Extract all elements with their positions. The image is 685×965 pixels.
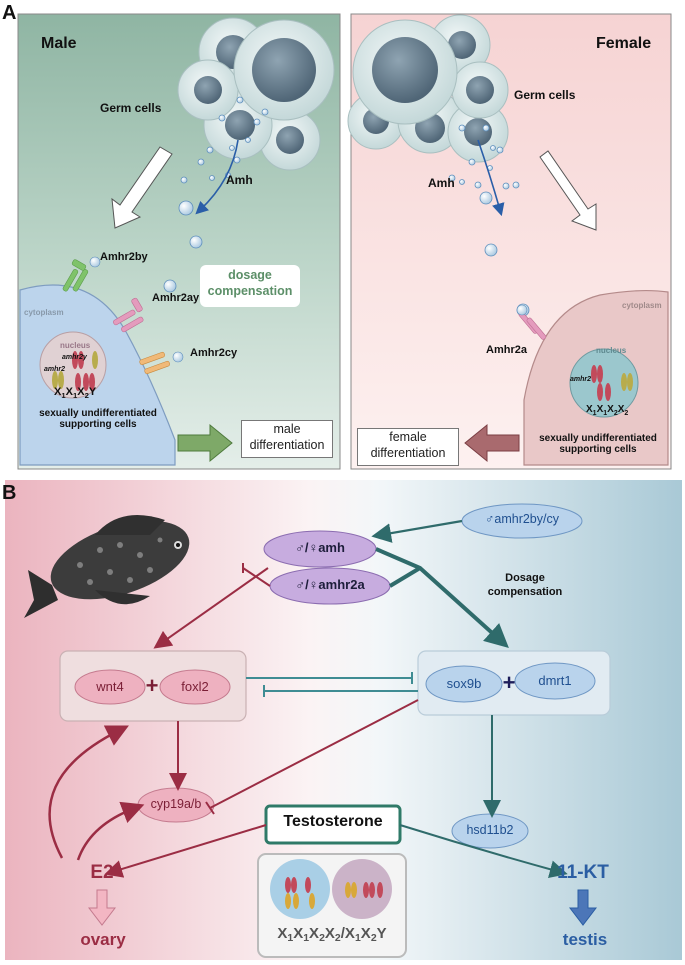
edge-e2-cyp19 bbox=[76, 801, 145, 861]
hsd11b2-label: hsd11b2 bbox=[466, 823, 514, 837]
male-nucleus-label: nucleus bbox=[60, 341, 91, 350]
karyotype-chromosomes bbox=[285, 877, 383, 909]
male-cell-circle bbox=[332, 859, 392, 919]
male-supporting-cells-label: sexually undifferentiated supporting cel… bbox=[39, 408, 157, 430]
edge-inhibit-sox9b bbox=[246, 672, 413, 684]
amhr2ay-label: Amhr2ay bbox=[152, 292, 200, 304]
male-amhr2-gene: amhr2 bbox=[44, 366, 66, 373]
female-amh-bubbles bbox=[448, 124, 530, 317]
male-amhr2y-gene: amhr2y bbox=[62, 354, 87, 361]
edge-inhibit-foxl2 bbox=[263, 685, 418, 697]
amh-label: ♂/♀amh bbox=[295, 540, 345, 555]
male-germ-cells bbox=[177, 17, 335, 171]
testis-arrow bbox=[568, 889, 598, 926]
foxl2-label: foxl2 bbox=[181, 679, 209, 694]
edge-sox9b-cyp19 bbox=[205, 699, 419, 815]
male-cytoplasm-label: cytoplasm bbox=[24, 308, 64, 317]
male-amh-arrow bbox=[195, 139, 239, 215]
testosterone-label: Testosterone bbox=[283, 813, 383, 830]
female-chromosomes bbox=[591, 365, 633, 401]
female-nucleus bbox=[569, 348, 639, 418]
female-germ-cells bbox=[347, 14, 509, 163]
male-title: Male bbox=[41, 35, 77, 52]
male-differentiation-arrow bbox=[177, 423, 233, 463]
edge-amh-wnt4 bbox=[153, 567, 269, 649]
dosage-compensation-box: dosage compensation bbox=[200, 265, 300, 307]
male-differentiation-box: male differentiation bbox=[241, 420, 333, 458]
dosage-compensation-label: Dosage compensation bbox=[487, 572, 563, 598]
plus-female: + bbox=[145, 673, 159, 698]
karyotype-label: X1X1X2X2/X1X2Y bbox=[277, 925, 387, 944]
female-differentiation-arrow bbox=[464, 423, 520, 463]
amhr2a-label-b: ♂/♀amhr2a bbox=[295, 577, 365, 592]
female-nucleus-label: nucleus bbox=[596, 346, 627, 355]
edge-amhr2bycy-amh bbox=[371, 519, 463, 543]
amhr2ay-receptor bbox=[113, 297, 144, 333]
amhr2by-receptor bbox=[62, 256, 101, 292]
ovary-label: ovary bbox=[80, 930, 126, 949]
edge-inhibit bbox=[242, 563, 271, 587]
amhr2bycy-label: ♂amhr2by/cy bbox=[485, 512, 559, 526]
female-title: Female bbox=[596, 35, 652, 52]
female-amh-label: Amh bbox=[428, 176, 455, 190]
testosterone-box bbox=[264, 804, 402, 845]
female-differentiation-box: female differentiation bbox=[357, 428, 459, 466]
e2-label: E2 bbox=[90, 862, 114, 883]
wnt4-label: wnt4 bbox=[96, 679, 124, 694]
panel-b-letter: B bbox=[2, 482, 17, 504]
cyp19-label: cyp19a/b bbox=[150, 797, 202, 811]
amhr2cy-label: Amhr2cy bbox=[190, 347, 238, 359]
amhr2cy-receptor bbox=[139, 351, 184, 375]
wnt4-node bbox=[74, 669, 146, 705]
ovary-arrow bbox=[87, 889, 117, 926]
female-karyotype: X1X1X2X2 bbox=[586, 404, 629, 417]
edge-testosterone-e2 bbox=[104, 824, 267, 878]
panel-a-letter: A bbox=[2, 2, 17, 24]
dmrt1-node bbox=[514, 662, 596, 700]
female-supporting-cells-label: sexually undifferentiated supporting cel… bbox=[539, 433, 657, 455]
amhr2by-label: Amhr2by bbox=[100, 251, 148, 263]
testis-label: testis bbox=[562, 930, 608, 949]
dmrt1-label: dmrt1 bbox=[538, 673, 572, 688]
foxl2-node bbox=[159, 669, 231, 705]
female-cell-circle bbox=[270, 859, 330, 919]
sox9b-label: sox9b bbox=[446, 676, 482, 691]
female-white-arrow bbox=[539, 150, 597, 231]
fish-illustration bbox=[24, 515, 190, 618]
sox9b-node bbox=[425, 665, 503, 703]
male-white-arrow bbox=[111, 146, 173, 229]
female-germ-cells-label: Germ cells bbox=[514, 88, 576, 102]
11kt-label: 11-KT bbox=[557, 862, 609, 883]
edge-testosterone-11kt bbox=[399, 824, 568, 879]
amhr2a-label: Amhr2a bbox=[486, 344, 527, 356]
male-germ-cells-label: Germ cells bbox=[100, 101, 162, 115]
female-amh-arrow bbox=[477, 139, 505, 217]
edge-e2-wnt4 bbox=[48, 725, 129, 859]
plus-male: + bbox=[502, 670, 516, 695]
amhr2a-receptor bbox=[516, 304, 547, 340]
male-karyotype: X1X1X2Y bbox=[54, 386, 97, 400]
male-chromosomes bbox=[52, 351, 98, 391]
female-amhr2-gene: amhr2 bbox=[570, 376, 592, 383]
female-cytoplasm-label: cytoplasm bbox=[622, 301, 662, 310]
male-amh-label: Amh bbox=[226, 173, 253, 187]
